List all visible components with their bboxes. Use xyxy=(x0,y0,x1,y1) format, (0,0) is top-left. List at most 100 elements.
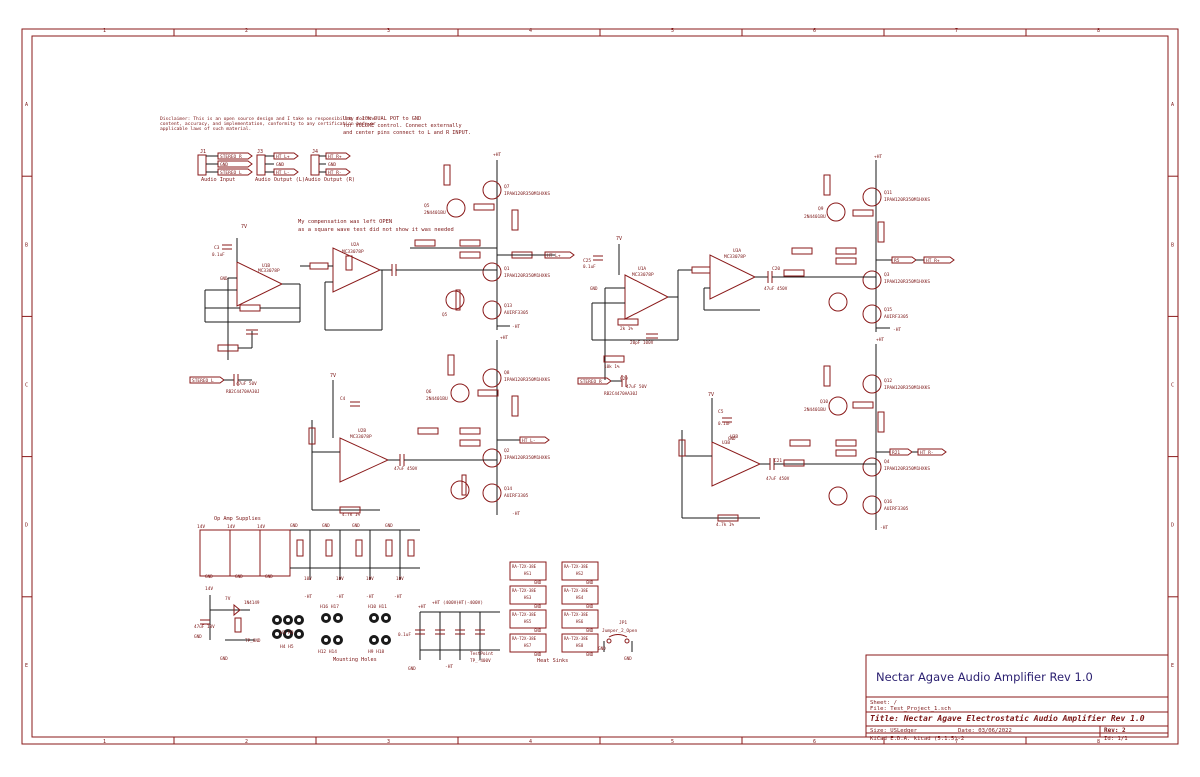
svg-text:U2B: U2B xyxy=(358,428,366,434)
svg-text:HT_L+: HT_L+ xyxy=(547,253,561,259)
svg-text:Id: 1/1: Id: 1/1 xyxy=(1104,736,1128,742)
svg-text:H10 H11: H10 H11 xyxy=(368,604,387,610)
svg-text:C5: C5 xyxy=(718,409,724,415)
svg-text:MC33078P: MC33078P xyxy=(350,434,372,440)
border-col-label: 8 xyxy=(1097,739,1100,745)
border-col-label: 5 xyxy=(671,28,674,34)
svg-text:Rev: 2: Rev: 2 xyxy=(1104,727,1126,734)
svg-text:Q10: Q10 xyxy=(820,399,828,405)
opamp-u3a-symbol xyxy=(709,254,757,300)
svg-text:GND: GND xyxy=(220,656,228,662)
svg-text:GND: GND xyxy=(235,574,243,580)
heat-sink-label: RA-T2X-38E xyxy=(512,612,537,617)
svg-text:RB2C4470AA30J: RB2C4470AA30J xyxy=(604,391,638,397)
svg-text:AUIRF3305: AUIRF3305 xyxy=(884,314,909,320)
svg-text:Q9: Q9 xyxy=(818,206,824,212)
border-row-label: B xyxy=(1171,242,1174,248)
svg-text:R21: R21 xyxy=(892,450,900,456)
heat-sink xyxy=(561,561,599,581)
svg-text:2N4401BU: 2N4401BU xyxy=(804,214,826,220)
svg-text:TestPoint: TestPoint xyxy=(470,651,494,657)
svg-text:HT_R-: HT_R- xyxy=(328,170,342,176)
svg-text:GND: GND xyxy=(265,574,273,580)
jumper-jp1: JP1 Jumper_2_Open GND GND xyxy=(598,620,638,662)
heat-sink-gnd: GND xyxy=(534,604,542,609)
opamp-u1b-symbol xyxy=(236,261,284,307)
q2-symbol xyxy=(482,448,502,468)
project-title: Nectar Agave Audio Amplifier Rev 1.0 xyxy=(876,670,1093,684)
svg-text:Q2: Q2 xyxy=(504,448,510,454)
heat-sink-ref: HS4 xyxy=(576,595,584,600)
heat-sink-label: RA-T2X-38E xyxy=(564,564,589,569)
connector-audio-output-r: J4 HT_R+ GND HT_R- Audio Output (R) xyxy=(305,149,355,183)
svg-text:IPAW120R350M1HXKS: IPAW120R350M1HXKS xyxy=(884,197,930,203)
border-col-label: 1 xyxy=(103,28,106,34)
q5-symbol xyxy=(446,198,466,218)
heat-sink-gnd: GND xyxy=(586,580,594,585)
heat-sink-ref: HS3 xyxy=(524,595,532,600)
svg-text:47uF 450V: 47uF 450V xyxy=(766,476,790,482)
svg-text:HT_R-: HT_R- xyxy=(920,450,934,456)
mounting-holes: H16 H17 H10 H11 H12 H14 H9 H18 H1 H3 H4 … xyxy=(272,604,391,663)
svg-text:RB2C4470AA30J: RB2C4470AA30J xyxy=(226,389,260,395)
svg-text:MC33078P: MC33078P xyxy=(724,254,746,260)
svg-text:U2A: U2A xyxy=(351,242,359,248)
svg-text:U3B: U3B xyxy=(722,440,730,446)
svg-text:Mounting Holes: Mounting Holes xyxy=(333,657,377,663)
svg-text:IPAW120R350M1HXKS: IPAW120R350M1HXKS xyxy=(504,191,550,197)
svg-text:+HT: +HT xyxy=(874,154,882,160)
svg-text:GND: GND xyxy=(220,276,228,281)
border-col-label: 2 xyxy=(245,739,248,745)
opamp-u1a-symbol xyxy=(624,274,670,320)
svg-text:GND: GND xyxy=(598,646,606,652)
svg-text:14V: 14V xyxy=(205,586,213,592)
heat-sink-ref: HS2 xyxy=(576,571,584,576)
heat-sink-label: RA-T2X-38E xyxy=(512,588,537,593)
disclaimer-note: Disclaimer: This is an open source desig… xyxy=(160,116,376,132)
svg-text:J4: J4 xyxy=(312,149,318,155)
svg-text:Audio Input: Audio Input xyxy=(201,177,235,183)
svg-text:Q5: Q5 xyxy=(442,312,448,318)
svg-text:AUIRF3305: AUIRF3305 xyxy=(504,310,529,316)
svg-text:10k 1%: 10k 1% xyxy=(604,364,620,370)
q12-symbol xyxy=(862,374,882,394)
border-col-label: 4 xyxy=(529,28,532,34)
border-row-label: A xyxy=(25,102,28,108)
svg-text:GND: GND xyxy=(328,162,336,168)
heat-sink xyxy=(509,585,547,605)
svg-text:Q8: Q8 xyxy=(504,370,510,376)
volume-note: Use a 10k DUAL POT to GND for VOLUME con… xyxy=(343,116,471,136)
svg-text:H12 H14: H12 H14 xyxy=(318,649,337,655)
svg-text:GND: GND xyxy=(385,523,393,529)
svg-text:AUIRF3305: AUIRF3305 xyxy=(884,506,909,512)
border-col-label: 6 xyxy=(813,739,816,745)
svg-text:HT_L-: HT_L- xyxy=(522,438,536,444)
svg-text:GND: GND xyxy=(276,162,284,168)
svg-text:Q3: Q3 xyxy=(884,272,890,278)
svg-text:GND: GND xyxy=(624,656,632,662)
heat-sink-label: RA-T2X-38E xyxy=(564,636,589,641)
svg-text:Q5: Q5 xyxy=(424,203,430,209)
svg-text:-HT: -HT xyxy=(880,525,888,531)
border-col-label: 4 xyxy=(529,739,532,745)
svg-text:STEREO_R: STEREO_R xyxy=(580,379,602,385)
left-channel-upper: U1B MC33078P 7V C3 0.1uF GND STEREO_L RB… xyxy=(189,152,575,395)
svg-text:STEREO_L: STEREO_L xyxy=(220,170,242,176)
border-row-label: B xyxy=(25,242,28,248)
svg-text:10V: 10V xyxy=(396,576,404,582)
svg-text:TP_-400V: TP_-400V xyxy=(470,658,491,664)
inner-frame xyxy=(31,35,1169,738)
svg-text:10V: 10V xyxy=(336,576,344,582)
border-col-label: 2 xyxy=(245,28,248,34)
svg-text:applicable laws of such materi: applicable laws of such material. xyxy=(160,126,251,132)
border-col-label: 5 xyxy=(671,739,674,745)
op-amp-supplies: Op Amp Supplies 14V 14V 14V GND GND GND … xyxy=(194,516,420,662)
svg-text:IPAW120R350M1HXKS: IPAW120R350M1HXKS xyxy=(504,455,550,461)
heat-sink-ref: HS1 xyxy=(524,571,532,576)
svg-text:J3: J3 xyxy=(257,149,263,155)
svg-text:KiCad E.D.A. kicad (5.1.5)-2: KiCad E.D.A. kicad (5.1.5)-2 xyxy=(870,736,964,742)
svg-text:C4: C4 xyxy=(340,396,346,402)
svg-text:4.7k 1%: 4.7k 1% xyxy=(342,512,361,518)
svg-text:1N4149: 1N4149 xyxy=(244,600,260,606)
